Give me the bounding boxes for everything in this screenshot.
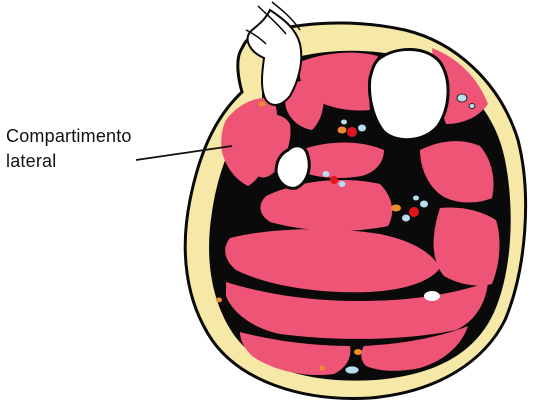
superficial-vein-2 bbox=[469, 104, 475, 109]
small-white-vessel bbox=[424, 291, 440, 301]
label-line-1: Compartimento bbox=[6, 125, 132, 147]
superficial-vein-1 bbox=[457, 94, 467, 102]
superficial-nerve-1 bbox=[259, 102, 266, 107]
superficial-vein-3 bbox=[345, 366, 359, 374]
superficial-nerve-4 bbox=[319, 366, 325, 371]
muscle-right-flank bbox=[434, 208, 500, 286]
label-line-2: lateral bbox=[6, 150, 56, 172]
superficial-nerve-3 bbox=[354, 349, 362, 355]
superficial-nerve-2 bbox=[216, 298, 222, 303]
tibia-bone bbox=[370, 49, 449, 139]
